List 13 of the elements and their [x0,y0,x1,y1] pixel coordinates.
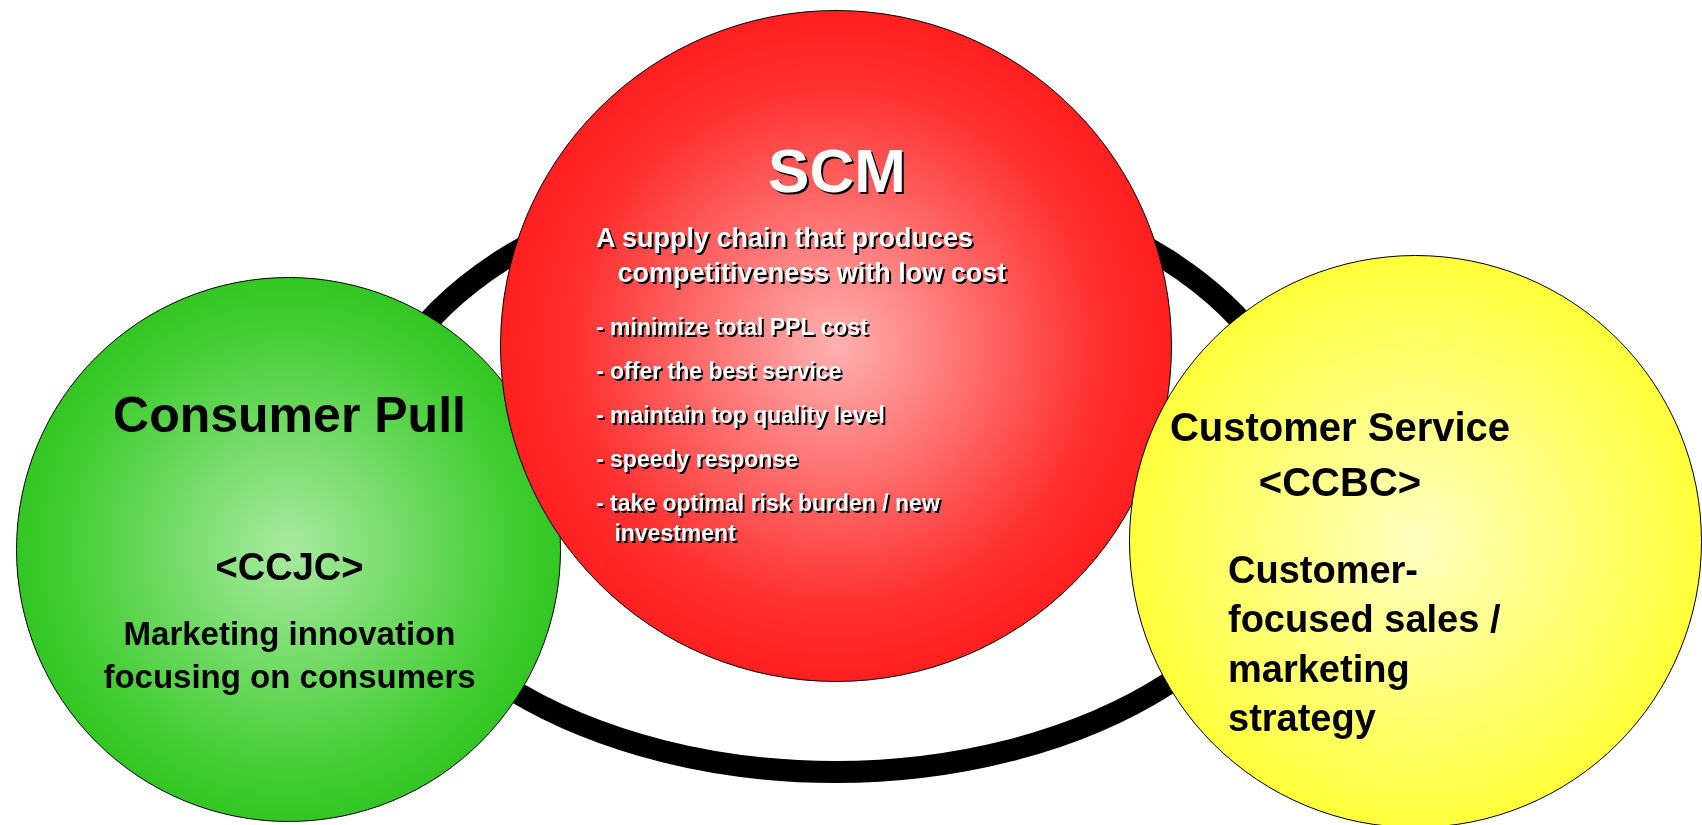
code-text: <CCBC> [1257,459,1423,506]
title-text: Consumer Pull [112,386,467,445]
description-text: Marketing innovation focusing on consumers [102,614,477,697]
bullet-text: - minimize total PPL cost [596,313,869,342]
subtitle-text: A supply chain that produces competitiveness with low cost [596,222,1008,291]
bullet-text: - speedy response [596,445,799,474]
bullet-text: - offer the best service [596,357,843,386]
title-text: Customer Service [1168,404,1512,451]
bullet-text: - maintain top quality level [596,401,886,430]
title-text: SCM [767,135,907,207]
code-text: <CCJC> [214,545,365,590]
description-text: Customer-focused sales / marketing strategy [1228,548,1502,742]
bullet-text: - take optimal risk burden / new investment [596,489,941,548]
